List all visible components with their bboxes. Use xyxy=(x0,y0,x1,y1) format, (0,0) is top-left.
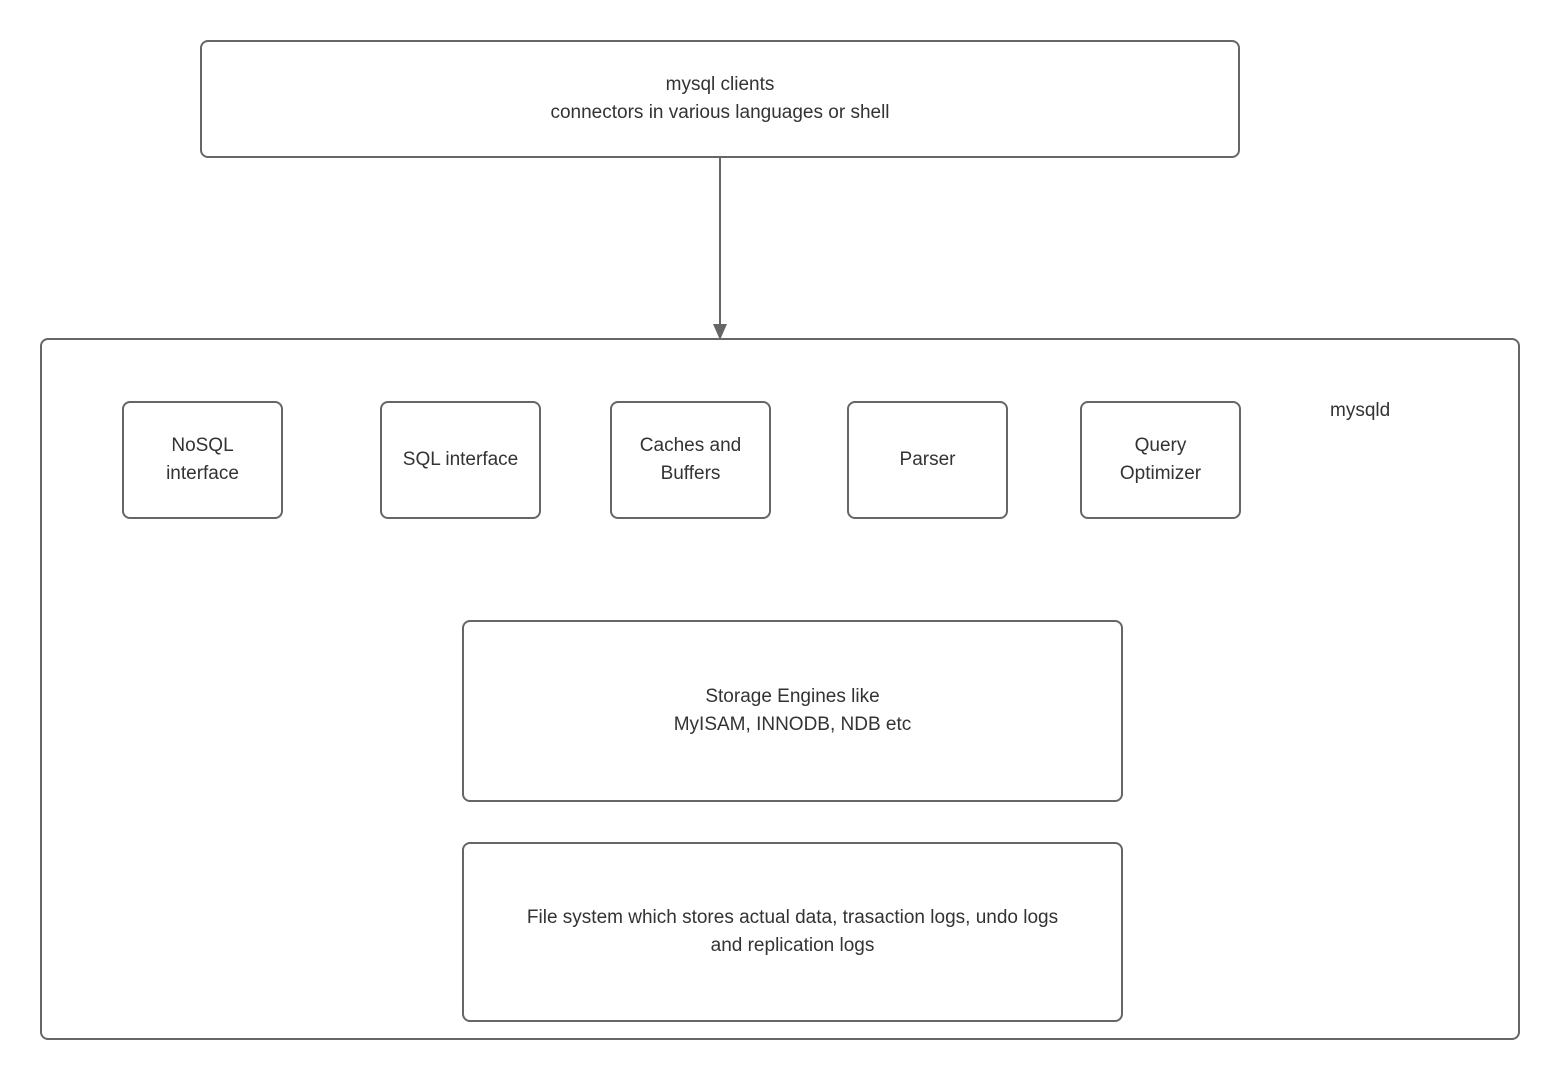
flow-arrow-head xyxy=(713,324,727,340)
sql-interface-label: SQL interface xyxy=(402,449,519,471)
caches-buffers-label: Caches and Buffers xyxy=(639,435,742,484)
storage-engines-label: Storage Engines like MyISAM, INNODB, NDB… xyxy=(673,686,912,735)
mysql-clients-label: mysql clients connectors in various lang… xyxy=(550,74,890,123)
mysql-clients-node: mysql clients connectors in various lang… xyxy=(200,40,1240,158)
query-optimizer-label: Query Optimizer xyxy=(1119,435,1202,484)
flow-arrow-down xyxy=(713,158,727,340)
parser-node: Parser xyxy=(847,401,1008,519)
sql-interface-node: SQL interface xyxy=(380,401,541,519)
caches-buffers-node: Caches and Buffers xyxy=(610,401,771,519)
nosql-interface-label: NoSQL interface xyxy=(166,435,239,484)
file-system-label: File system which stores actual data, tr… xyxy=(526,907,1059,956)
file-system-node: File system which stores actual data, tr… xyxy=(462,842,1123,1022)
mysqld-container-node: mysqld NoSQL interface SQL interface Cac… xyxy=(40,338,1520,1040)
storage-engines-node: Storage Engines like MyISAM, INNODB, NDB… xyxy=(462,620,1123,802)
mysqld-container-label: mysqld xyxy=(1330,400,1391,421)
nosql-interface-node: NoSQL interface xyxy=(122,401,283,519)
parser-label: Parser xyxy=(899,449,956,471)
query-optimizer-node: Query Optimizer xyxy=(1080,401,1241,519)
